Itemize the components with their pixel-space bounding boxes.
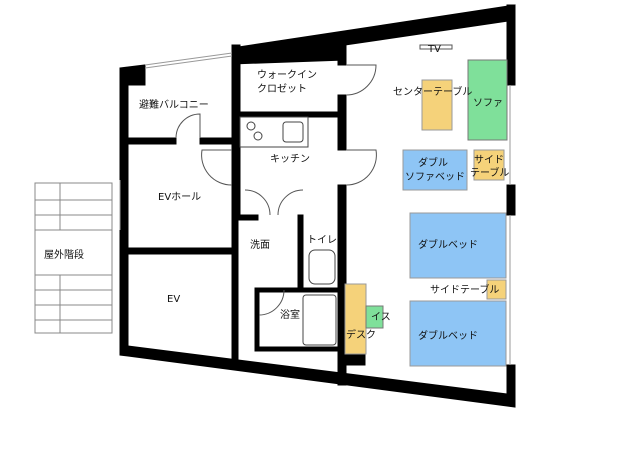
walls bbox=[119, 4, 516, 408]
sofa-bed-label-1: ダブル bbox=[418, 156, 448, 169]
kitchen-label: キッチン bbox=[270, 153, 310, 165]
tv-label: TV bbox=[427, 44, 441, 55]
bathtub bbox=[302, 294, 337, 346]
closet-label-2: クロゼット bbox=[257, 83, 307, 95]
side-table-2 bbox=[486, 279, 507, 300]
stairs-label: 屋外階段 bbox=[44, 248, 84, 261]
desk bbox=[344, 283, 367, 355]
double-bed-2 bbox=[409, 300, 507, 367]
double-bed-2-label: ダブルベッド bbox=[418, 329, 478, 342]
washroom-label: 洗面 bbox=[250, 239, 270, 251]
closet-label-1: ウォークイン bbox=[257, 69, 317, 81]
windows bbox=[119, 52, 511, 365]
tv bbox=[419, 44, 453, 50]
toilet-label: トイレ bbox=[307, 235, 337, 246]
center-table bbox=[421, 79, 453, 131]
balcony-label: 避難バルコニー bbox=[139, 98, 209, 111]
kitchen-counter bbox=[239, 116, 309, 148]
center-table-label: センターテーブル bbox=[393, 85, 472, 98]
outdoor-stairs bbox=[34, 182, 113, 334]
sofa-label: ソファ bbox=[473, 98, 503, 109]
ev-label: EV bbox=[167, 294, 180, 305]
doors bbox=[175, 64, 377, 316]
side-table-2-label: サイドテーブル bbox=[430, 283, 499, 296]
double-sofa-bed bbox=[402, 149, 468, 191]
side-table-1 bbox=[473, 149, 505, 181]
ev-hall-label: EVホール bbox=[158, 191, 201, 203]
side-table-1-label-1: サイド bbox=[474, 154, 504, 166]
double-bed-1-label: ダブルベッド bbox=[418, 238, 478, 251]
side-table-1-label-2: テーブル bbox=[470, 166, 509, 179]
toilet-fixture bbox=[308, 249, 336, 285]
double-bed-1 bbox=[409, 212, 507, 279]
sofa bbox=[467, 59, 508, 141]
sofa-bed-label-2: ソファベッド bbox=[405, 171, 465, 183]
bathroom-label: 浴室 bbox=[280, 308, 300, 321]
chair bbox=[365, 305, 384, 329]
chair-label: イス bbox=[371, 312, 391, 323]
desk-label: デスク bbox=[346, 328, 376, 341]
